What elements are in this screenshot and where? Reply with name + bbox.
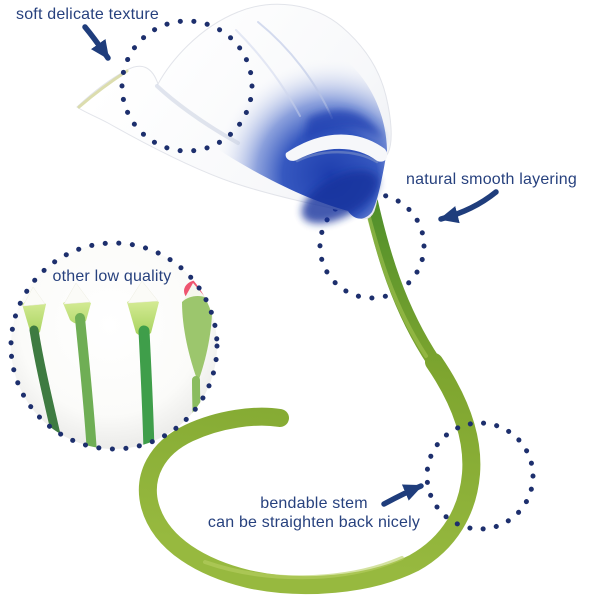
- stem-highlight: [364, 204, 428, 358]
- flower-stem: [138, 195, 481, 595]
- rim-roll: [285, 134, 388, 162]
- calla-lily-flower: [76, 3, 392, 224]
- dotted-circle-texture: [119, 18, 255, 154]
- annotation-arrows: [82, 24, 499, 507]
- dotted-circle-low-quality: [8, 240, 220, 452]
- dark-funnel-bottom: [301, 170, 379, 224]
- bendable-label-line1: bendable stem: [260, 495, 368, 512]
- layering-label: natural smooth layering: [406, 171, 577, 188]
- texture-label: soft delicate texture: [16, 6, 159, 23]
- arrow-down-right-icon: [82, 24, 111, 61]
- petal-fold-shadow: [155, 84, 240, 145]
- petal-streak-2: [235, 29, 301, 117]
- dotted-circle-bend: [424, 420, 536, 532]
- arrow-down-left-icon: [438, 189, 499, 224]
- inset-stem-2: [63, 282, 97, 449]
- low-quality-inset: [8, 240, 220, 452]
- bendable-label-line2: can be straighten back nicely: [207, 514, 421, 531]
- stem-highlight-bottom: [203, 556, 404, 580]
- blue-throat: [174, 45, 387, 219]
- arrow-up-right-icon: [381, 483, 424, 507]
- petal-streak-1: [257, 21, 333, 119]
- inner-throat-wedge: [304, 109, 384, 142]
- bendable-label: bendable stem can be straighten back nic…: [208, 494, 420, 532]
- low-quality-label: other low quality: [52, 268, 172, 285]
- rim-roll-shadow: [295, 150, 379, 164]
- inset-stem-3: [127, 280, 159, 449]
